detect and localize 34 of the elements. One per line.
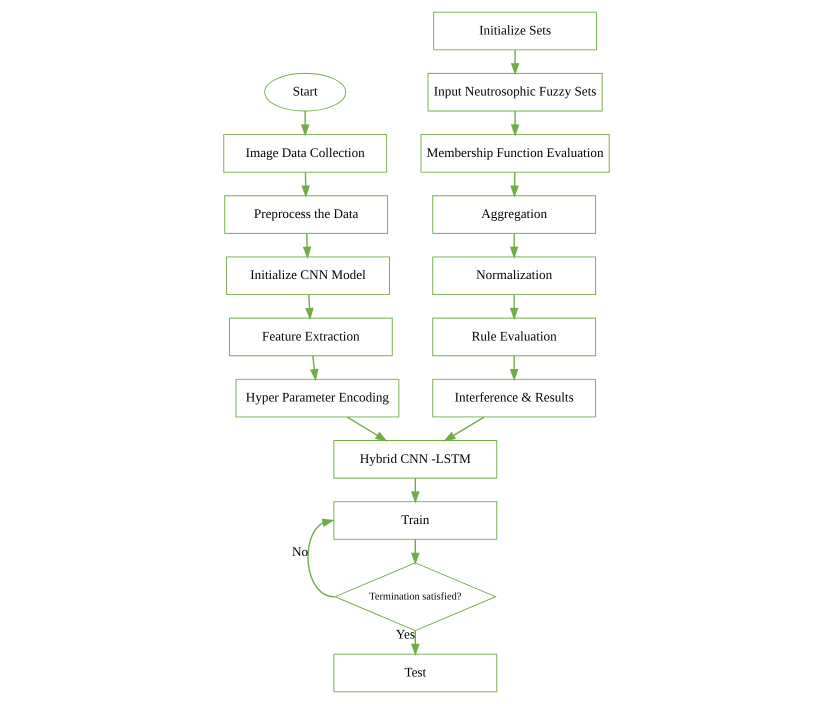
node-box: Hyper Parameter Encoding [235, 378, 399, 418]
node-box: Preprocess the Data [224, 195, 388, 234]
arrow [302, 234, 311, 259]
arrow [510, 172, 518, 198]
node-box: Input Neutrosophic Fuzzy Sets [427, 72, 602, 112]
arrow [300, 111, 309, 137]
node-box: Image Data Collection [222, 134, 387, 173]
node-box: Initialize Sets [432, 12, 596, 50]
arrow [442, 416, 484, 442]
arrow [300, 172, 310, 198]
arrow [509, 234, 518, 259]
arrow [510, 111, 519, 137]
node-box: Membership Function Evaluation [420, 134, 610, 173]
arrow [304, 294, 314, 320]
arrow [510, 50, 519, 76]
arrow [310, 356, 318, 382]
node-box: Rule Evaluation [432, 318, 596, 356]
arrow [509, 356, 518, 382]
arrow [410, 539, 420, 565]
node-box: Normalization [432, 256, 596, 296]
node-box: Test [332, 654, 497, 692]
node-box: Interference & Results [432, 378, 596, 418]
arrow [410, 478, 420, 504]
node-box: Aggregation [432, 195, 596, 234]
node-box: Feature Extraction [228, 318, 392, 356]
arrow [509, 294, 518, 320]
arrow [346, 416, 388, 442]
edge-label: No [291, 544, 308, 560]
arrow [410, 630, 420, 656]
node-ellipse: Start [264, 72, 346, 112]
node-box: Initialize CNN Model [226, 256, 390, 296]
node-box: Train [332, 501, 497, 540]
arrow [306, 518, 334, 598]
node-box: Hybrid CNN -LSTM [332, 440, 497, 479]
